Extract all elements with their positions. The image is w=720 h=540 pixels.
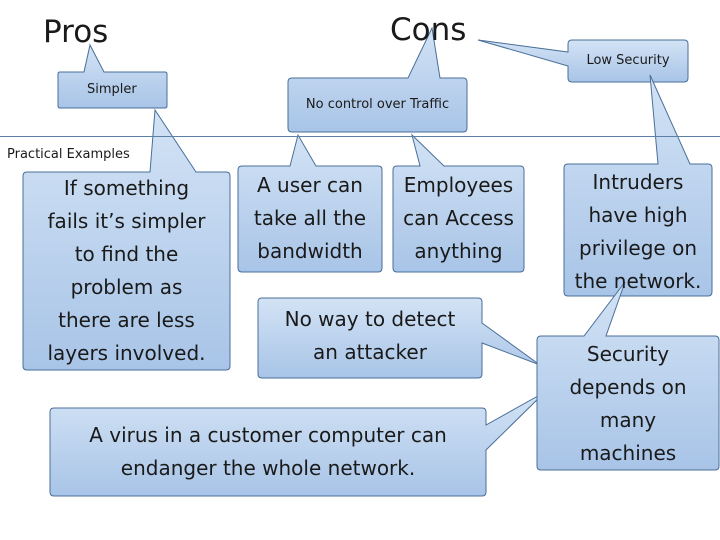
fails-simpler-line: problem as (70, 275, 183, 299)
virus-text: A virus in a customer computer can endan… (50, 408, 486, 496)
security-machines-line: machines (579, 441, 677, 465)
no-detect-text: No way to detect an attacker (258, 298, 482, 378)
simpler-label: Simpler (87, 82, 137, 97)
user-bandwidth-callout-shape (237, 133, 383, 273)
virus-line: endanger the whole network. (120, 456, 416, 480)
intruders-text: Intruders have high privilege on the net… (564, 164, 712, 296)
no-control-label: No control over Traffic (305, 97, 450, 112)
low-security-callout-shape (477, 39, 689, 83)
no-detect-line: an attacker (313, 340, 427, 364)
simpler-callout-shape (57, 43, 168, 109)
cons-heading: Cons (390, 12, 467, 48)
user-bandwidth-line: A user can (257, 173, 363, 197)
intruders-line: Intruders (592, 170, 684, 194)
user-bandwidth-line: take all the (253, 206, 367, 230)
low-security-text: Low Security (568, 40, 688, 82)
fails-simpler-line: If something (63, 176, 190, 200)
fails-simpler-line: fails it’s simpler (47, 209, 206, 233)
no-control-callout-shape (287, 26, 468, 133)
fails-simpler-line: to find the (74, 242, 179, 266)
practical-examples-label: Practical Examples (4, 147, 133, 163)
intruders-line: have high (588, 203, 688, 227)
fails-simpler-line: layers involved. (47, 341, 206, 365)
employees-access-callout-shape (392, 133, 525, 273)
employees-access-line: anything (414, 239, 503, 263)
no-control-text: No control over Traffic (288, 78, 467, 132)
user-bandwidth-text: A user can take all the bandwidth (238, 166, 382, 272)
fails-simpler-text: If something fails it’s simpler to find … (23, 172, 230, 370)
employees-access-line: can Access (403, 206, 514, 230)
virus-callout-shape (49, 391, 546, 497)
security-machines-line: many (599, 408, 657, 432)
security-machines-line: Security (586, 342, 670, 366)
no-detect-line: No way to detect (284, 307, 456, 331)
simpler-text: Simpler (58, 72, 167, 108)
divider-line (0, 136, 720, 137)
no-detect-callout-shape (257, 297, 541, 379)
employees-access-line: Employees (403, 173, 514, 197)
security-machines-text: Security depends on many machines (537, 336, 719, 470)
virus-line: A virus in a customer computer can (89, 423, 447, 447)
intruders-line: privilege on (579, 236, 697, 260)
intruders-callout-shape (563, 74, 713, 297)
intruders-line: the network. (574, 269, 702, 293)
fails-simpler-line: there are less (58, 308, 195, 332)
fails-simpler-callout-shape (22, 108, 231, 371)
employees-access-text: Employees can Access anything (393, 166, 524, 272)
security-machines-line: depends on (569, 375, 687, 399)
user-bandwidth-line: bandwidth (257, 239, 363, 263)
pros-heading: Pros (43, 14, 109, 50)
security-machines-callout-shape (536, 281, 720, 471)
low-security-label: Low Security (586, 53, 670, 68)
